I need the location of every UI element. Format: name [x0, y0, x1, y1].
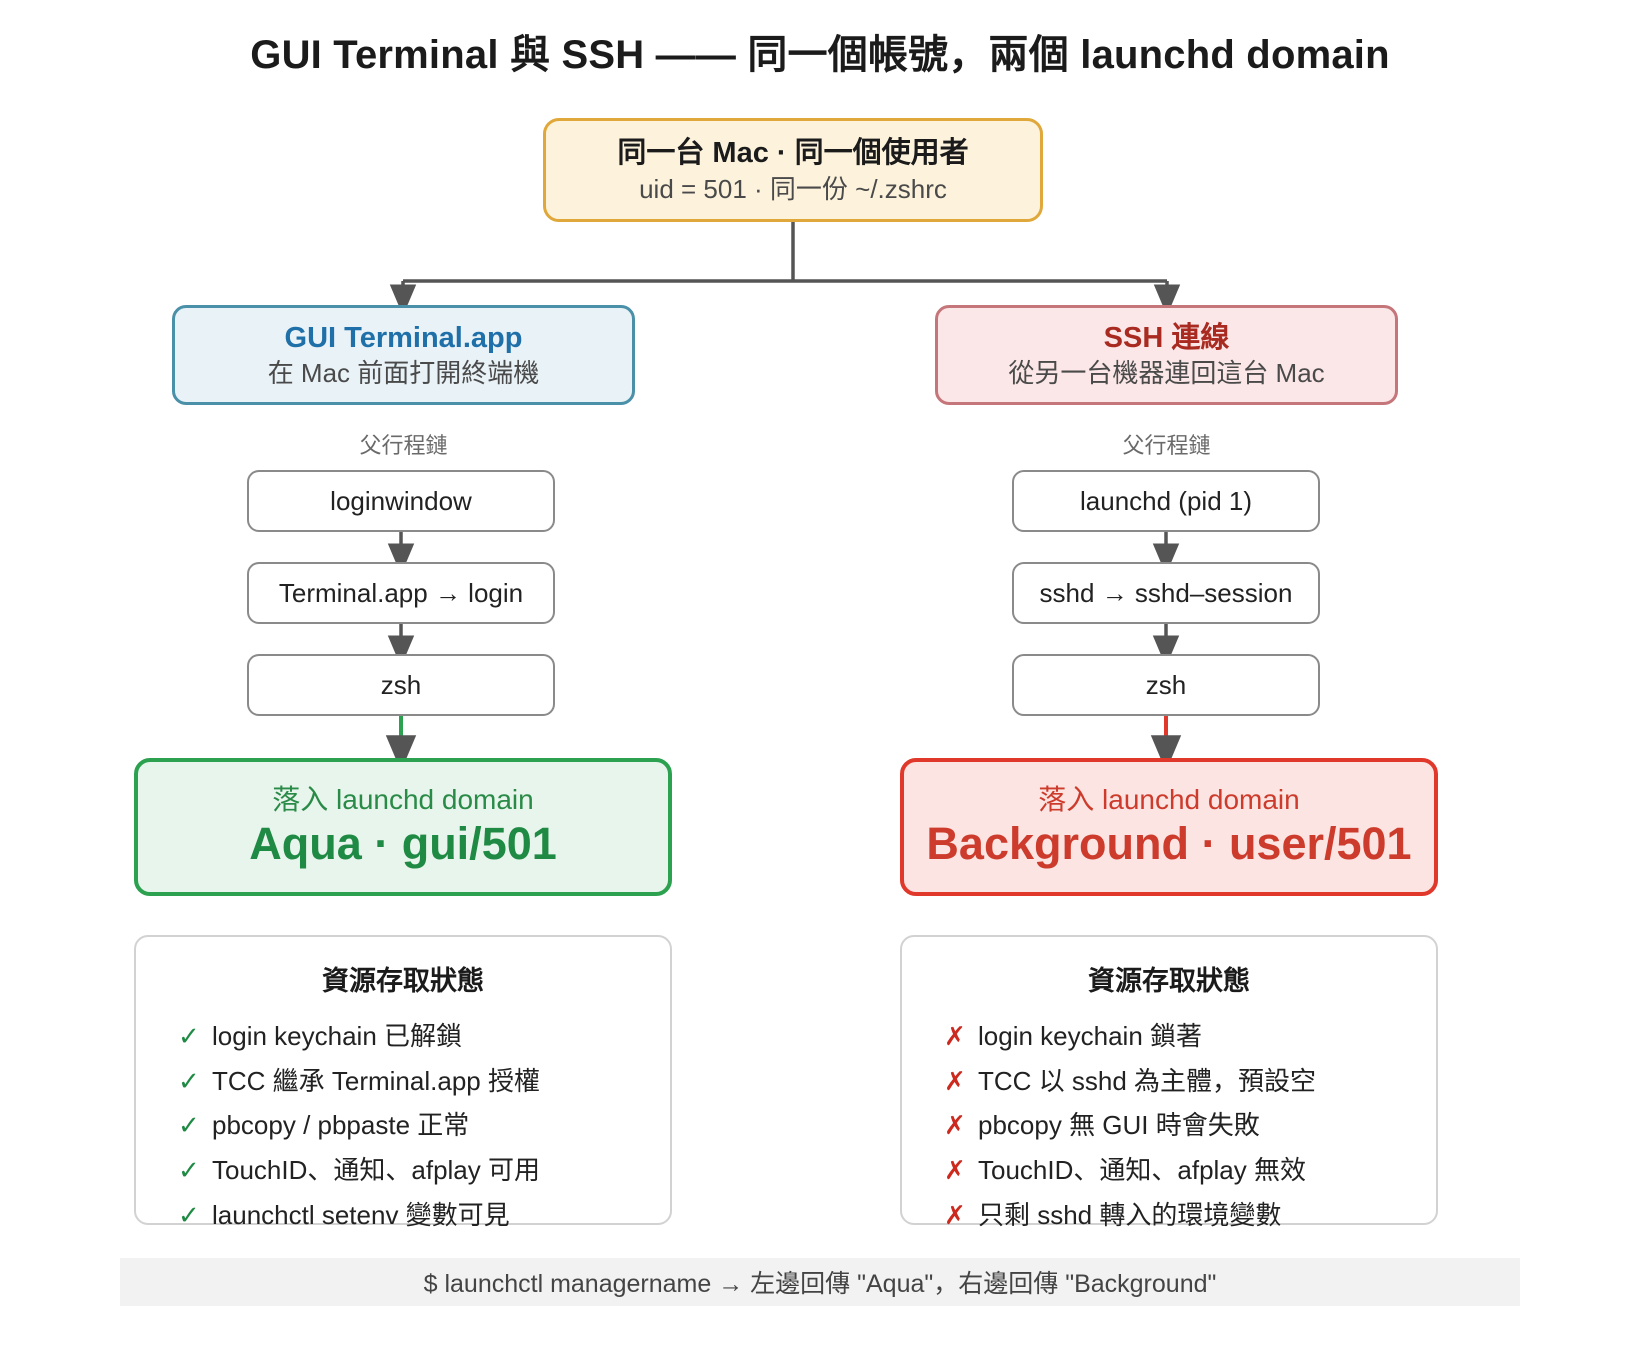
check-icon: ✓: [178, 1110, 200, 1141]
list-item-label: login keychain 鎖著: [978, 1021, 1202, 1051]
list-item: ✗ login keychain 鎖著: [944, 1014, 1436, 1059]
list-item-label: launchctl setenv 變數可見: [212, 1199, 510, 1230]
list-item-label: TouchID、通知、afplay 可用: [212, 1155, 540, 1186]
list-item-label: TouchID、通知、afplay 無效: [978, 1155, 1306, 1186]
status-panel-ssh: 資源存取狀態 ✗ login keychain 鎖著 ✗ TCC 以 sshd …: [900, 935, 1438, 1230]
cross-icon: ✗: [944, 1155, 966, 1186]
list-item: ✓ pbcopy / pbpaste 正常: [178, 1103, 670, 1148]
chain-caption-ssh: 父行程鏈: [1122, 433, 1211, 458]
domain-result-gui-value: Aqua · gui/501: [249, 817, 557, 869]
chain-step-ssh-1: launchd (pid 1): [1012, 470, 1320, 532]
check-icon: ✓: [178, 1199, 200, 1230]
list-item: ✗ 只剩 sshd 轉入的環境變數: [944, 1193, 1436, 1238]
list-item: ✗ TCC 以 sshd 為主體，預設空: [944, 1059, 1436, 1104]
root-node-title: 同一台 Mac · 同一個使用者: [617, 136, 969, 169]
list-item: ✗ pbcopy 無 GUI 時會失敗: [944, 1103, 1436, 1148]
page-title: GUI Terminal 與 SSH —— 同一個帳號，兩個 launchd d…: [250, 33, 1390, 77]
list-item: ✓ launchctl setenv 變數可見: [178, 1193, 670, 1238]
cross-icon: ✗: [944, 1021, 966, 1051]
list-item-label: TCC 繼承 Terminal.app 授權: [212, 1065, 540, 1096]
list-item: ✓ login keychain 已解鎖: [178, 1014, 670, 1059]
list-item-label: pbcopy 無 GUI 時會失敗: [978, 1110, 1260, 1141]
status-panel-gui-title: 資源存取狀態: [322, 966, 484, 996]
domain-result-gui: 落入 launchd domain Aqua · gui/501: [134, 758, 672, 896]
chain-step-gui-1: loginwindow: [247, 470, 555, 532]
branch-gui-subtitle: 在 Mac 前面打開終端機: [267, 358, 540, 389]
domain-result-ssh-caption: 落入 launchd domain: [1038, 783, 1300, 815]
chain-step-gui-3: zsh: [247, 654, 555, 716]
list-item-label: pbcopy / pbpaste 正常: [212, 1110, 470, 1141]
cross-icon: ✗: [944, 1199, 966, 1230]
branch-gui-title: GUI Terminal.app: [284, 322, 523, 355]
status-panel-gui-list: ✓ login keychain 已解鎖 ✓ TCC 繼承 Terminal.a…: [136, 1014, 670, 1238]
check-icon: ✓: [178, 1065, 200, 1096]
check-icon: ✓: [178, 1021, 200, 1051]
status-panel-ssh-title: 資源存取狀態: [1088, 966, 1250, 996]
domain-result-gui-caption: 落入 launchd domain: [272, 783, 534, 815]
list-item: ✓ TCC 繼承 Terminal.app 授權: [178, 1059, 670, 1104]
chain-caption-gui: 父行程鏈: [359, 433, 448, 458]
list-item: ✓ TouchID、通知、afplay 可用: [178, 1148, 670, 1193]
domain-result-ssh: 落入 launchd domain Background · user/501: [900, 758, 1438, 896]
branch-ssh-title: SSH 連線: [1103, 322, 1230, 355]
branch-ssh-subtitle: 從另一台機器連回這台 Mac: [1008, 358, 1325, 389]
branch-node-gui: GUI Terminal.app 在 Mac 前面打開終端機: [172, 305, 635, 405]
cross-icon: ✗: [944, 1110, 966, 1141]
list-item-label: login keychain 已解鎖: [212, 1021, 462, 1051]
root-node: 同一台 Mac · 同一個使用者 uid = 501 · 同一份 ~/.zshr…: [543, 118, 1043, 222]
root-node-subtitle: uid = 501 · 同一份 ~/.zshrc: [639, 173, 947, 204]
cross-icon: ✗: [944, 1065, 966, 1096]
chain-step-ssh-2: sshd → sshd–session: [1012, 562, 1320, 624]
list-item: ✗ TouchID、通知、afplay 無效: [944, 1148, 1436, 1193]
chain-step-gui-2: Terminal.app → login: [247, 562, 555, 624]
list-item-label: 只剩 sshd 轉入的環境變數: [978, 1199, 1282, 1230]
list-item-label: TCC 以 sshd 為主體，預設空: [978, 1065, 1317, 1096]
domain-result-ssh-value: Background · user/501: [926, 817, 1412, 869]
chain-step-ssh-3: zsh: [1012, 654, 1320, 716]
branch-node-ssh: SSH 連線 從另一台機器連回這台 Mac: [935, 305, 1398, 405]
check-icon: ✓: [178, 1155, 200, 1186]
footer-note: $ launchctl managername → 左邊回傳 "Aqua"，右邊…: [120, 1258, 1520, 1306]
status-panel-gui: 資源存取狀態 ✓ login keychain 已解鎖 ✓ TCC 繼承 Ter…: [134, 935, 672, 1230]
status-panel-ssh-list: ✗ login keychain 鎖著 ✗ TCC 以 sshd 為主體，預設空…: [902, 1014, 1436, 1238]
